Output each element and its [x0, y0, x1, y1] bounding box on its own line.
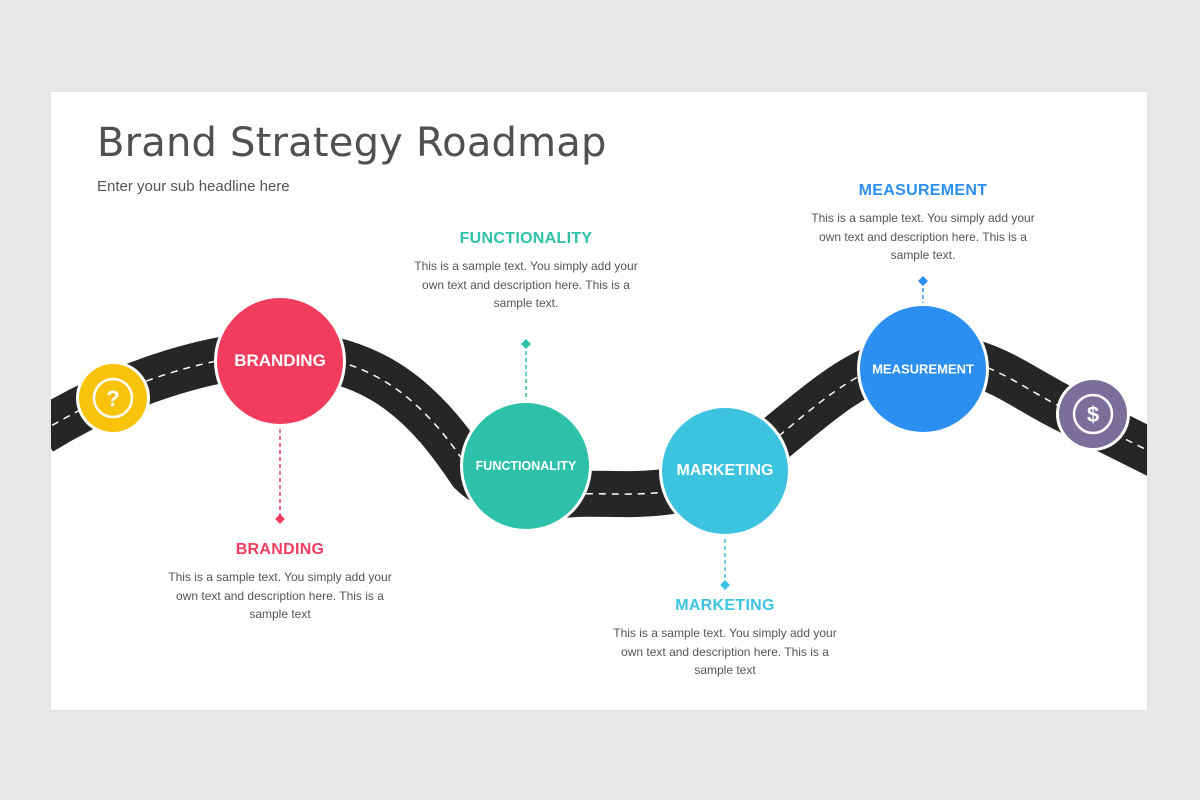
marketing-heading: MARKETING: [675, 597, 775, 614]
measurement-heading: MEASUREMENT: [858, 182, 988, 199]
measurement-circle-label: MEASUREMENT: [872, 361, 974, 377]
branding-connector-diamond: [275, 514, 285, 524]
page-title: Brand Strategy Roadmap: [97, 120, 607, 166]
branding-circle: [217, 298, 343, 424]
page-subtitle: Enter your sub headline here: [97, 178, 290, 195]
marketing-description: This is a sample text. You simply add yo…: [613, 626, 837, 677]
measurement-circle: [860, 306, 986, 432]
branding-description: This is a sample text. You simply add yo…: [168, 570, 392, 621]
start-marker: [76, 361, 150, 435]
road-lane-dashes: [51, 353, 1147, 497]
functionality-heading: FUNCTIONALITY: [459, 230, 593, 247]
question-icon: ?: [106, 386, 119, 411]
marketing-circle: [662, 408, 788, 534]
functionality-connector-diamond: [521, 339, 531, 349]
measurement-text-block: MEASUREMENT This is a sample text. You s…: [803, 182, 1043, 265]
functionality-circle: [463, 403, 589, 529]
branding-text-block: BRANDING This is a sample text. You simp…: [160, 541, 400, 624]
end-marker: [1056, 377, 1130, 451]
measurement-description: This is a sample text. You simply add yo…: [811, 211, 1035, 262]
functionality-text-block: FUNCTIONALITY This is a sample text. You…: [406, 230, 646, 313]
marketing-circle-label: MARKETING: [676, 462, 774, 479]
measurement-connector-diamond: [918, 276, 928, 286]
branding-circle-label: BRANDING: [234, 351, 326, 370]
slide: Brand Strategy Roadmap Enter your sub he…: [51, 92, 1147, 710]
marketing-connector-diamond: [720, 580, 730, 590]
marketing-text-block: MARKETING This is a sample text. You sim…: [605, 597, 845, 680]
functionality-description: This is a sample text. You simply add yo…: [414, 259, 638, 310]
roadmap-diagram: ? $: [51, 276, 1147, 590]
functionality-circle-label: FUNCTIONALITY: [475, 459, 577, 473]
dollar-icon: $: [1087, 402, 1099, 427]
branding-heading: BRANDING: [235, 541, 325, 558]
